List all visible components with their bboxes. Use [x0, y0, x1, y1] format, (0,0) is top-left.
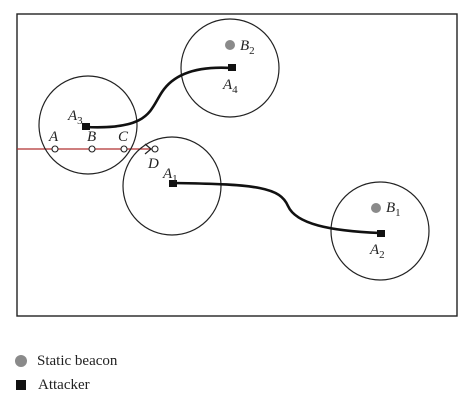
beacon-icon	[15, 355, 27, 367]
point-b-marker	[88, 145, 96, 153]
range-circle-a4	[180, 18, 280, 118]
label-point-c: C	[118, 129, 129, 145]
attacker-a4-marker	[228, 64, 236, 71]
label-point-b: B	[87, 129, 96, 145]
attacker-a1-marker	[169, 180, 177, 187]
beacon-b2-marker	[225, 40, 235, 50]
legend-beacon-label: Static beacon	[37, 352, 118, 369]
label-b1: B1	[386, 200, 401, 219]
beacon-b1-marker	[371, 203, 381, 213]
attacker-icon	[16, 380, 26, 390]
attacker-a2-marker	[377, 230, 385, 237]
label-point-a: A	[48, 129, 59, 145]
point-c-marker	[120, 145, 128, 153]
label-a3: A3	[67, 108, 83, 127]
legend-item-attacker: Attacker	[14, 374, 117, 396]
range-circle-a2	[330, 181, 430, 281]
label-a4: A4	[222, 77, 238, 96]
field-boundary	[16, 13, 458, 317]
point-d-marker	[151, 145, 159, 153]
label-point-d: D	[147, 156, 159, 172]
legend: Static beacon Attacker	[14, 350, 117, 398]
legend-attacker-label: Attacker	[38, 376, 90, 393]
label-a2: A2	[369, 242, 385, 261]
arrow-head	[144, 143, 152, 155]
point-a-marker	[51, 145, 59, 153]
range-circle-a1	[122, 136, 222, 236]
label-a1: A1	[162, 166, 178, 185]
attacker-path-a3-a4	[85, 66, 233, 129]
attacker-path-a1-a2	[171, 181, 381, 235]
label-b2: B2	[240, 38, 255, 57]
legend-item-beacon: Static beacon	[14, 350, 117, 372]
range-circle-a3	[38, 75, 138, 175]
attacker-a3-marker	[82, 123, 90, 130]
